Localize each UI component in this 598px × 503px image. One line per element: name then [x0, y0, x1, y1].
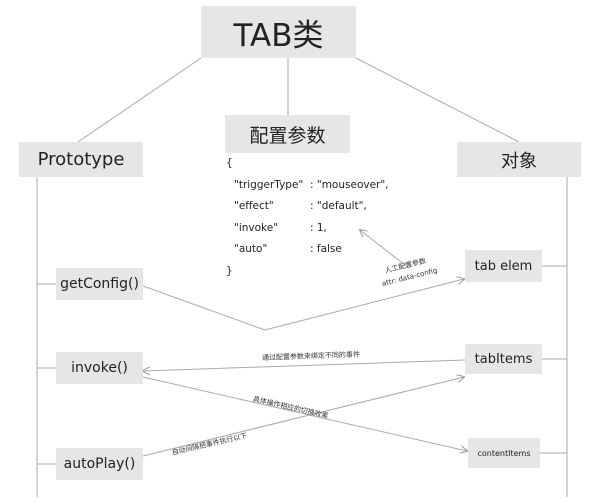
title-box: TAB类 — [201, 6, 356, 58]
method-invoke-text: invoke() — [71, 360, 128, 376]
code-key: "invoke" — [234, 221, 279, 234]
object-tabitems-text: tabItems — [474, 351, 533, 367]
code-close-brace: } — [226, 264, 233, 277]
config-title-text: 配置参数 — [249, 124, 326, 147]
code-key: "triggerType" — [234, 178, 304, 191]
method-autoplay-box: autoPlay() — [56, 448, 143, 480]
manual-config-arrow — [360, 230, 406, 266]
code-key: "effect" — [234, 200, 274, 212]
getconfig-up-line — [264, 279, 464, 331]
object-contentitems-box: contentItems — [468, 438, 540, 468]
object-tabelem-text: tab elem — [474, 258, 533, 274]
code-value: : "default", — [310, 200, 367, 212]
title-to-prototype-line — [77, 57, 202, 143]
object-tabitems-box: tabItems — [465, 344, 542, 374]
method-getconfig-text: getConfig() — [60, 276, 139, 292]
title-text: TAB类 — [233, 17, 324, 54]
code-open-brace: { — [226, 157, 233, 169]
object-contentitems-text: contentItems — [477, 448, 531, 458]
method-invoke-box: invoke() — [56, 352, 143, 384]
code-key: "auto" — [234, 243, 268, 255]
object-box: 对象 — [457, 142, 581, 177]
code-value: : 1, — [310, 221, 327, 234]
object-tabelem-box: tab elem — [465, 250, 542, 282]
method-getconfig-box: getConfig() — [56, 268, 143, 300]
getconfig-down-line — [142, 285, 266, 331]
autoplay-to-tabitems-arrow — [142, 377, 464, 457]
method-autoplay-text: autoPlay() — [63, 456, 136, 472]
tabitems-to-invoke-arrow — [143, 359, 466, 371]
code-value: : false — [310, 243, 342, 255]
prototype-text: Prototype — [37, 149, 125, 170]
title-to-object-line — [355, 57, 520, 143]
code-value: : "mouseover", — [310, 178, 389, 191]
invoke-to-content-arrow — [142, 376, 467, 451]
object-text: 对象 — [501, 150, 537, 172]
prototype-box: Prototype — [19, 142, 143, 177]
config-title-box: 配置参数 — [225, 115, 350, 153]
